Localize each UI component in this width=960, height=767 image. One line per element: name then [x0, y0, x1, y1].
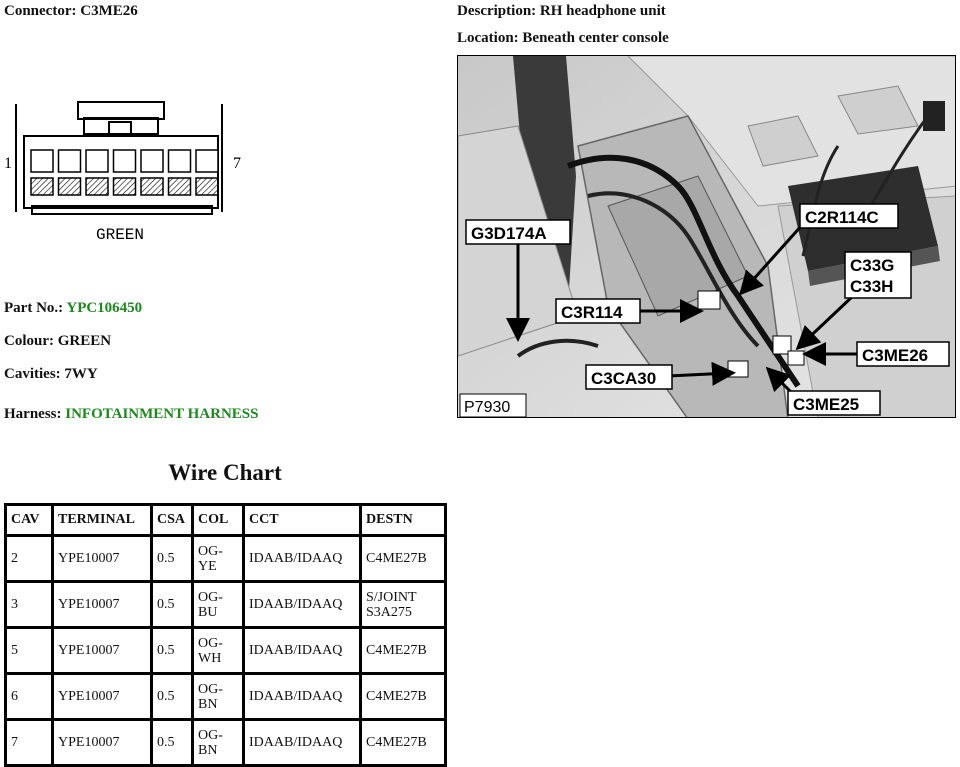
callout-g3d174a: G3D174A: [471, 224, 547, 243]
cell-cav: 3: [4, 580, 54, 629]
cavity-4: [112, 149, 137, 173]
connector-field: Connector: C3ME26: [4, 3, 138, 20]
cell-cct: IDAAB/IDAAQ: [242, 534, 362, 583]
cell-col: OG-BN: [191, 672, 245, 721]
pin-first-number: 1: [4, 155, 12, 172]
header-terminal: TERMINAL: [51, 503, 153, 537]
part-number-field: Part No.: YPC106450: [4, 300, 142, 317]
location-illustration: G3D174A C2R114C C33G C33H C3R114 C3ME26 …: [457, 55, 956, 418]
header-cav: CAV: [4, 503, 54, 537]
table-row: 2 YPE10007 0.5 OG-YE IDAAB/IDAAQ C4ME27B: [4, 534, 447, 583]
cavity-5: [140, 149, 164, 173]
connector-latch-base: [83, 117, 159, 135]
cavities-label: Cavities:: [4, 366, 61, 382]
location-field: Location: Beneath center console: [457, 30, 669, 47]
table-row: 3 YPE10007 0.5 OG-BU IDAAB/IDAAQ S/JOINT…: [4, 580, 447, 629]
table-row: 6 YPE10007 0.5 OG-BN IDAAB/IDAAQ C4ME27B: [4, 672, 447, 721]
cell-terminal: YPE10007: [51, 672, 153, 721]
connector-base: [31, 205, 213, 215]
cell-destn: C4ME27B: [359, 534, 447, 583]
cell-destn: C4ME27B: [359, 718, 447, 767]
terminal-3: [85, 177, 109, 196]
terminal-6: [167, 177, 192, 196]
cavity-2: [57, 149, 82, 173]
cell-col: OG-WH: [191, 626, 245, 675]
colour-field: Colour: GREEN: [4, 333, 111, 350]
part-number-label: Part No.:: [4, 300, 64, 316]
connector-color-text: GREEN: [96, 226, 144, 244]
terminal-5: [140, 177, 164, 196]
cell-csa: 0.5: [150, 718, 194, 767]
cell-cct: IDAAB/IDAAQ: [242, 626, 362, 675]
cavity-3: [85, 149, 109, 173]
header-col: COL: [191, 503, 245, 537]
wire-chart-header-row: CAV TERMINAL CSA COL CCT DESTN: [4, 503, 447, 537]
cell-cav: 5: [4, 626, 54, 675]
header-cct: CCT: [242, 503, 362, 537]
cell-terminal: YPE10007: [51, 626, 153, 675]
cell-destn: C4ME27B: [359, 672, 447, 721]
cell-terminal: YPE10007: [51, 718, 153, 767]
cell-csa: 0.5: [150, 626, 194, 675]
description-field: Description: RH headphone unit: [457, 3, 666, 20]
cavity-1: [30, 149, 54, 173]
harness-link[interactable]: INFOTAINMENT HARNESS: [65, 406, 259, 422]
callout-c3r114: C3R114: [561, 303, 623, 322]
connector-face-diagram: 1 7 GREEN: [4, 101, 241, 244]
terminal-1: [30, 177, 54, 196]
header-csa: CSA: [150, 503, 194, 537]
cell-cct: IDAAB/IDAAQ: [242, 718, 362, 767]
terminal-4: [112, 177, 137, 196]
wire-chart-table: CAV TERMINAL CSA COL CCT DESTN 2 YPE1000…: [4, 503, 447, 767]
header-destn: DESTN: [359, 503, 447, 537]
cell-destn: C4ME27B: [359, 626, 447, 675]
figure-id: P7930: [464, 399, 510, 416]
terminal-7: [195, 177, 219, 196]
callout-c3me25: C3ME25: [793, 395, 859, 414]
harness-field: Harness: INFOTAINMENT HARNESS: [4, 406, 258, 423]
callout-c3ca30: C3CA30: [591, 369, 656, 388]
callout-c2r114c: C2R114C: [805, 208, 879, 227]
colour-value: GREEN: [57, 333, 112, 349]
connector-latch: [77, 101, 165, 120]
vehicle-floor-illustration: G3D174A C2R114C C33G C33H C3R114 C3ME26 …: [458, 56, 955, 417]
connector-value: C3ME26: [80, 3, 138, 19]
cell-cav: 7: [4, 718, 54, 767]
callout-c3me26: C3ME26: [862, 346, 928, 365]
cell-col: OG-YE: [191, 534, 245, 583]
cell-csa: 0.5: [150, 534, 194, 583]
colour-label: Colour:: [4, 333, 54, 349]
cavities-value: 7WY: [64, 366, 98, 382]
cell-cct: IDAAB/IDAAQ: [242, 672, 362, 721]
description-label: Description:: [457, 3, 537, 19]
table-row: 7 YPE10007 0.5 OG-BN IDAAB/IDAAQ C4ME27B: [4, 718, 447, 767]
harness-label: Harness:: [4, 406, 62, 422]
cell-csa: 0.5: [150, 672, 194, 721]
description-value: RH headphone unit: [539, 3, 666, 19]
callout-c33h: C33H: [850, 277, 893, 296]
cell-col: OG-BN: [191, 718, 245, 767]
callout-c33g: C33G: [850, 256, 894, 275]
location-value: Beneath center console: [522, 30, 669, 46]
location-label: Location:: [457, 30, 519, 46]
cavities-field: Cavities: 7WY: [4, 366, 98, 383]
cell-col: OG-BU: [191, 580, 245, 629]
cell-terminal: YPE10007: [51, 580, 153, 629]
cavity-6: [167, 149, 192, 173]
cavity-7: [195, 149, 219, 173]
cell-cct: IDAAB/IDAAQ: [242, 580, 362, 629]
part-number-link[interactable]: YPC106450: [66, 300, 143, 316]
connector-label: Connector:: [4, 3, 77, 19]
cell-destn: S/JOINT S3A275: [359, 580, 447, 629]
terminal-2: [57, 177, 82, 196]
cell-csa: 0.5: [150, 580, 194, 629]
cell-cav: 2: [4, 534, 54, 583]
wire-chart-title: Wire Chart: [168, 460, 282, 485]
cell-terminal: YPE10007: [51, 534, 153, 583]
table-row: 5 YPE10007 0.5 OG-WH IDAAB/IDAAQ C4ME27B: [4, 626, 447, 675]
cell-cav: 6: [4, 672, 54, 721]
cavity-row: [30, 149, 219, 196]
pin-last-number: 7: [233, 155, 241, 172]
